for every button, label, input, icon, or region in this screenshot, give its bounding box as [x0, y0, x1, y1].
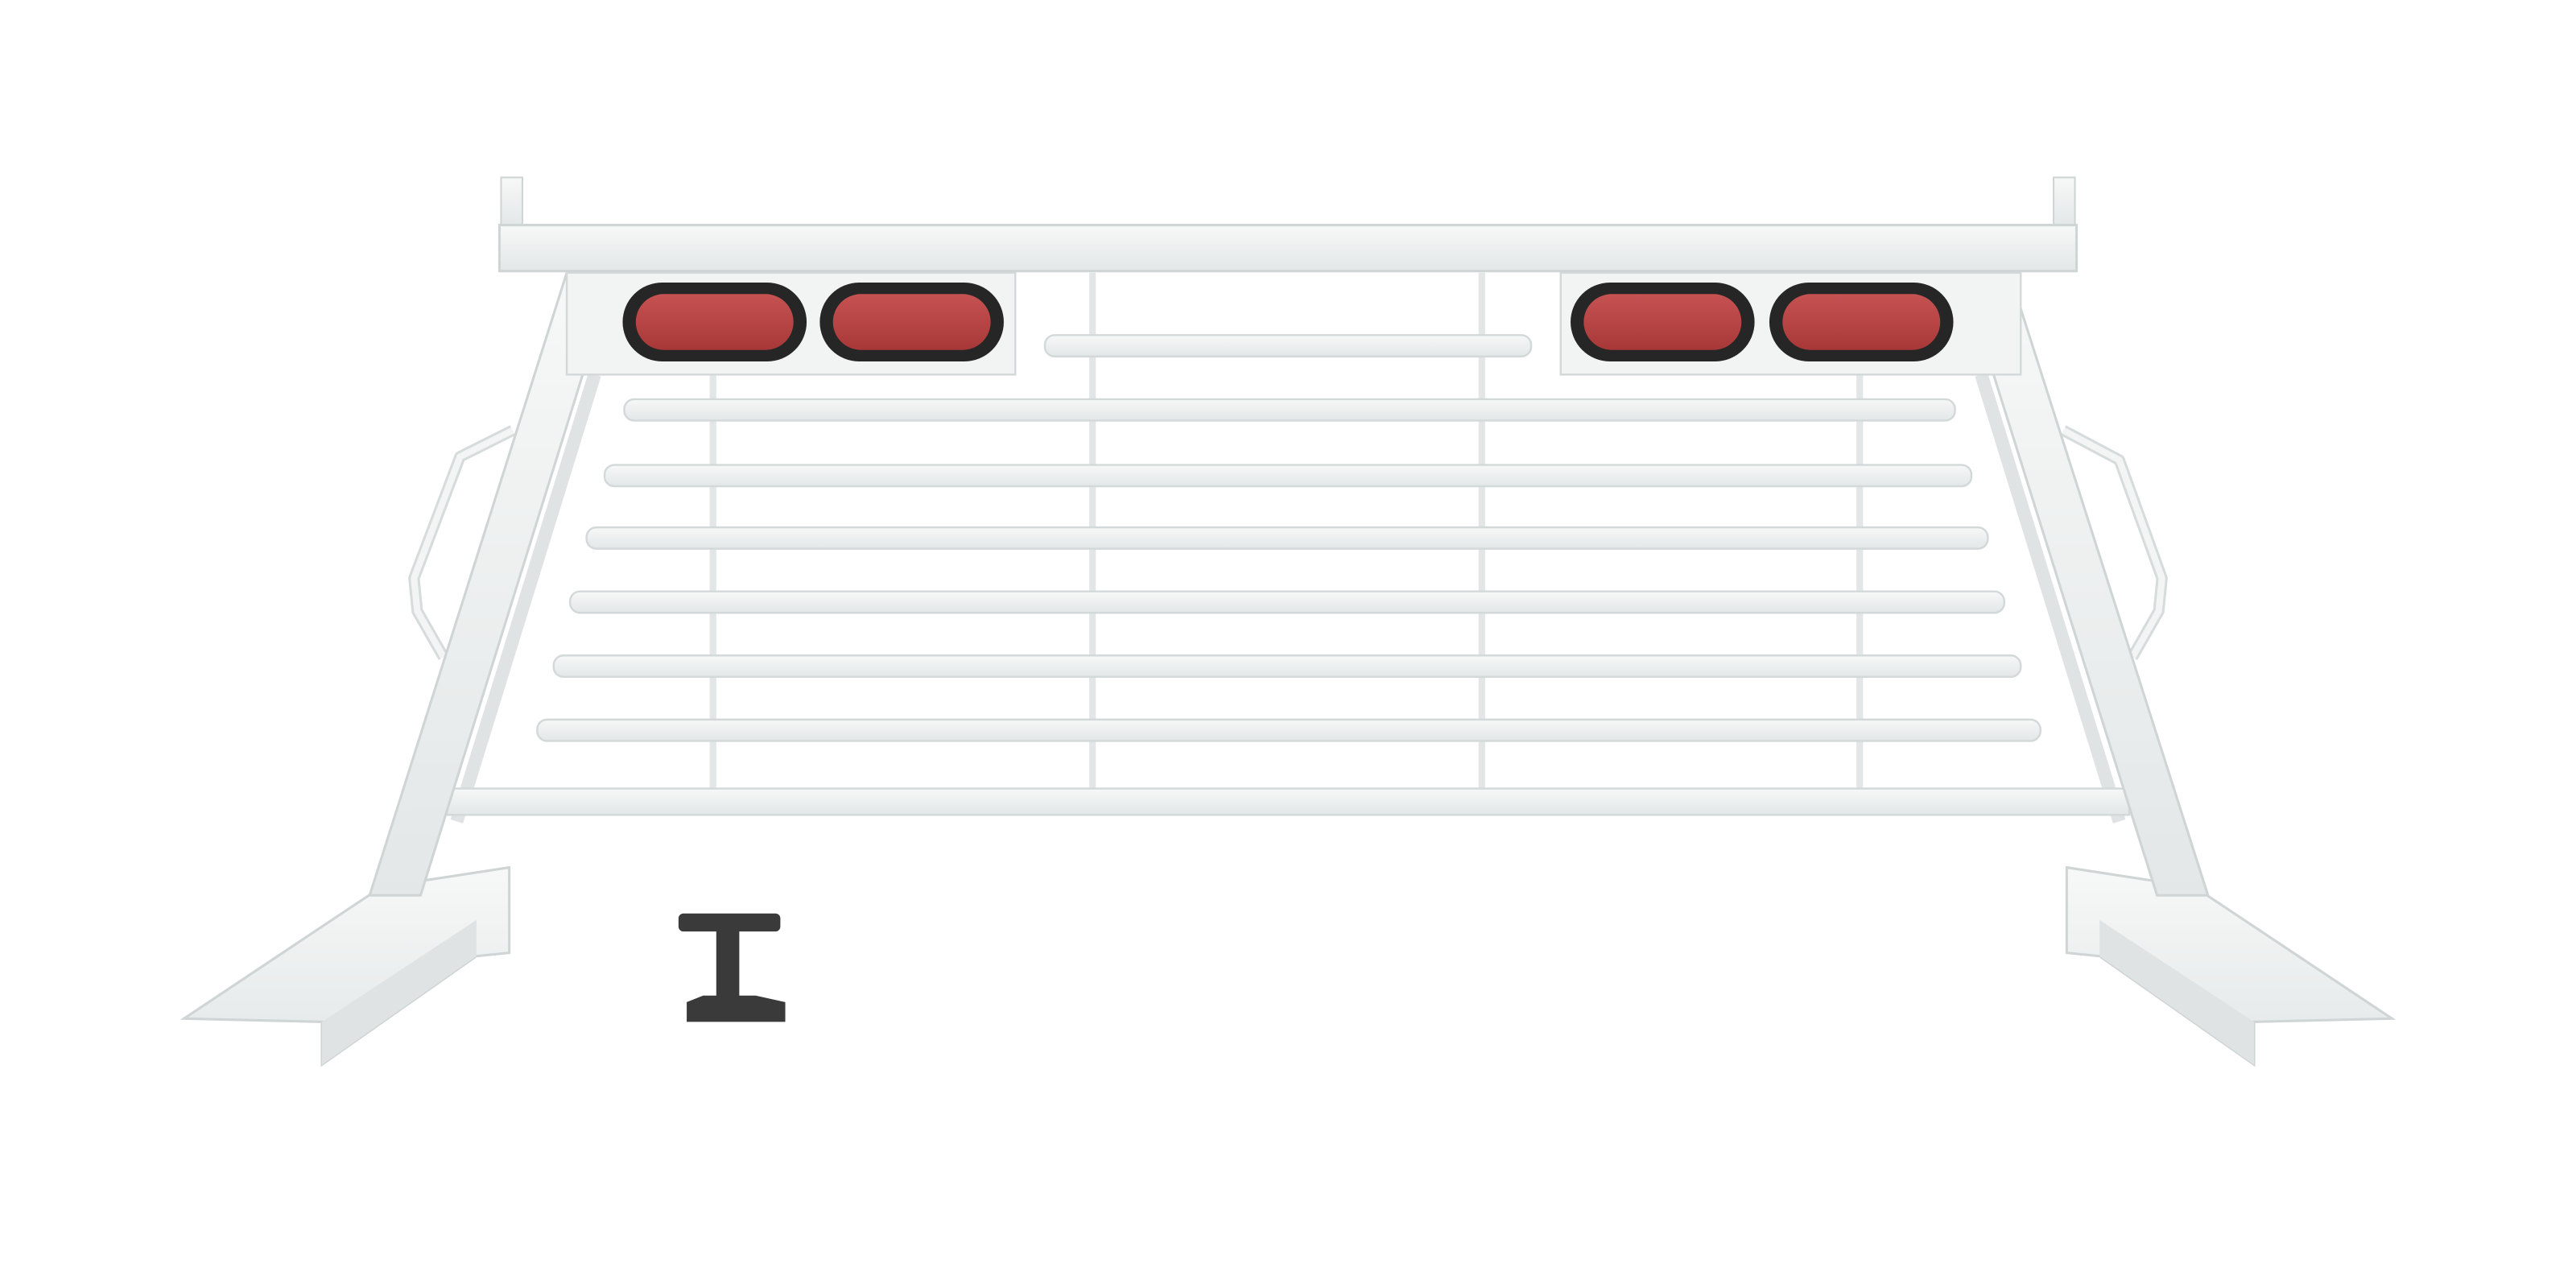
tail-light-3	[1571, 283, 1755, 361]
tail-light-1	[622, 283, 807, 361]
top-crossbar	[497, 224, 2079, 273]
handle-right	[2060, 425, 2168, 660]
slats	[536, 334, 2041, 742]
mount-tab-left	[500, 176, 524, 228]
braces	[450, 372, 2126, 824]
foot-right	[2065, 865, 2396, 1067]
tail-light-2	[819, 283, 1004, 361]
tail-light-4	[1769, 283, 1954, 361]
handle-left	[408, 425, 515, 660]
mounting-bracket	[678, 913, 786, 1022]
foot-left	[180, 865, 511, 1067]
bottom-crossbar	[445, 787, 2131, 816]
mount-tab-right	[2053, 176, 2076, 228]
